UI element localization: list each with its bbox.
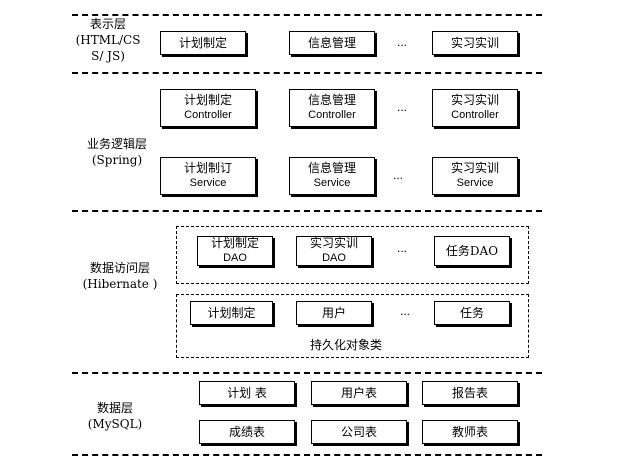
ellipsis: ... bbox=[400, 304, 411, 318]
presentation-layer-label: 表示层 (HTML/CS S/ JS) bbox=[75, 17, 141, 63]
controller-plan: 计划制定 Controller bbox=[160, 89, 256, 127]
box-label: 教师表 bbox=[451, 424, 488, 439]
box-type: Controller bbox=[308, 109, 356, 121]
ellipsis: ... bbox=[393, 168, 404, 182]
box-label: 任务 bbox=[459, 305, 484, 320]
dao-practice: 实习实训 DAO bbox=[296, 236, 372, 266]
box-type: Controller bbox=[451, 109, 499, 121]
ellipsis: ... bbox=[397, 35, 408, 49]
box-label: 成绩表 bbox=[228, 424, 265, 439]
presentation-box-practice: 实习实训 bbox=[432, 31, 518, 55]
table-user: 用户表 bbox=[311, 381, 407, 405]
box-label: 用户表 bbox=[340, 385, 377, 400]
box-label: 计划制定 bbox=[183, 93, 232, 107]
service-plan: 计划制订 Service bbox=[160, 157, 256, 195]
box-type: Controller bbox=[184, 109, 232, 121]
box-type: Service bbox=[189, 177, 227, 189]
box-label: 用户 bbox=[321, 305, 346, 320]
box-label: 计划制订 bbox=[183, 161, 232, 175]
box-type: DAO bbox=[223, 252, 247, 264]
service-practice: 实习实训 Service bbox=[432, 157, 518, 195]
box-type: Service bbox=[313, 177, 351, 189]
layer-separator bbox=[72, 14, 542, 16]
box-label: 任务DAO bbox=[445, 243, 499, 258]
box-type: Service bbox=[456, 177, 494, 189]
box-label: 计划制定 bbox=[178, 35, 227, 50]
business-layer-label: 业务逻辑层 (Spring) bbox=[86, 137, 147, 167]
presentation-box-info: 信息管理 bbox=[289, 31, 375, 55]
layer-separator bbox=[72, 454, 542, 456]
dao-plan: 计划制定 DAO bbox=[197, 236, 273, 266]
data-access-layer-label: 数据访问层 (Hibernate ) bbox=[82, 261, 158, 291]
box-label: 公司表 bbox=[340, 424, 377, 439]
entity-plan: 计划制定 bbox=[190, 301, 273, 325]
box-label: 报告表 bbox=[451, 385, 488, 400]
table-teacher: 教师表 bbox=[422, 420, 518, 444]
ellipsis: ... bbox=[397, 100, 408, 114]
controller-practice: 实习实训 Controller bbox=[432, 89, 518, 127]
entity-group-title: 持久化对象类 bbox=[310, 338, 383, 352]
dao-group bbox=[176, 226, 529, 284]
table-company: 公司表 bbox=[311, 420, 407, 444]
entity-group bbox=[176, 294, 529, 358]
ellipsis: ... bbox=[397, 241, 408, 255]
database-layer-label: 数据层 (MySQL) bbox=[87, 401, 143, 431]
box-type: DAO bbox=[322, 252, 346, 264]
presentation-box-plan: 计划制定 bbox=[160, 31, 246, 55]
box-label: 实习实训 bbox=[450, 93, 499, 107]
layer-separator bbox=[72, 372, 542, 374]
box-label: 实习实训 bbox=[450, 161, 499, 175]
box-label: 实习实训 bbox=[309, 236, 358, 250]
entity-user: 用户 bbox=[296, 301, 372, 325]
layer-separator bbox=[72, 72, 542, 74]
table-plan: 计划 表 bbox=[199, 381, 295, 405]
box-label: 信息管理 bbox=[307, 35, 356, 50]
layer-separator bbox=[72, 210, 542, 212]
box-label: 计划制定 bbox=[210, 236, 259, 250]
entity-task: 任务 bbox=[434, 301, 510, 325]
box-label: 实习实训 bbox=[450, 35, 499, 50]
dao-task: 任务DAO bbox=[434, 236, 510, 266]
table-score: 成绩表 bbox=[199, 420, 295, 444]
controller-info: 信息管理 Controller bbox=[289, 89, 375, 127]
box-label: 信息管理 bbox=[307, 93, 356, 107]
box-label: 计划制定 bbox=[207, 305, 256, 320]
box-label: 计划 表 bbox=[227, 385, 267, 400]
service-info: 信息管理 Service bbox=[289, 157, 375, 195]
table-report: 报告表 bbox=[422, 381, 518, 405]
box-label: 信息管理 bbox=[307, 161, 356, 175]
